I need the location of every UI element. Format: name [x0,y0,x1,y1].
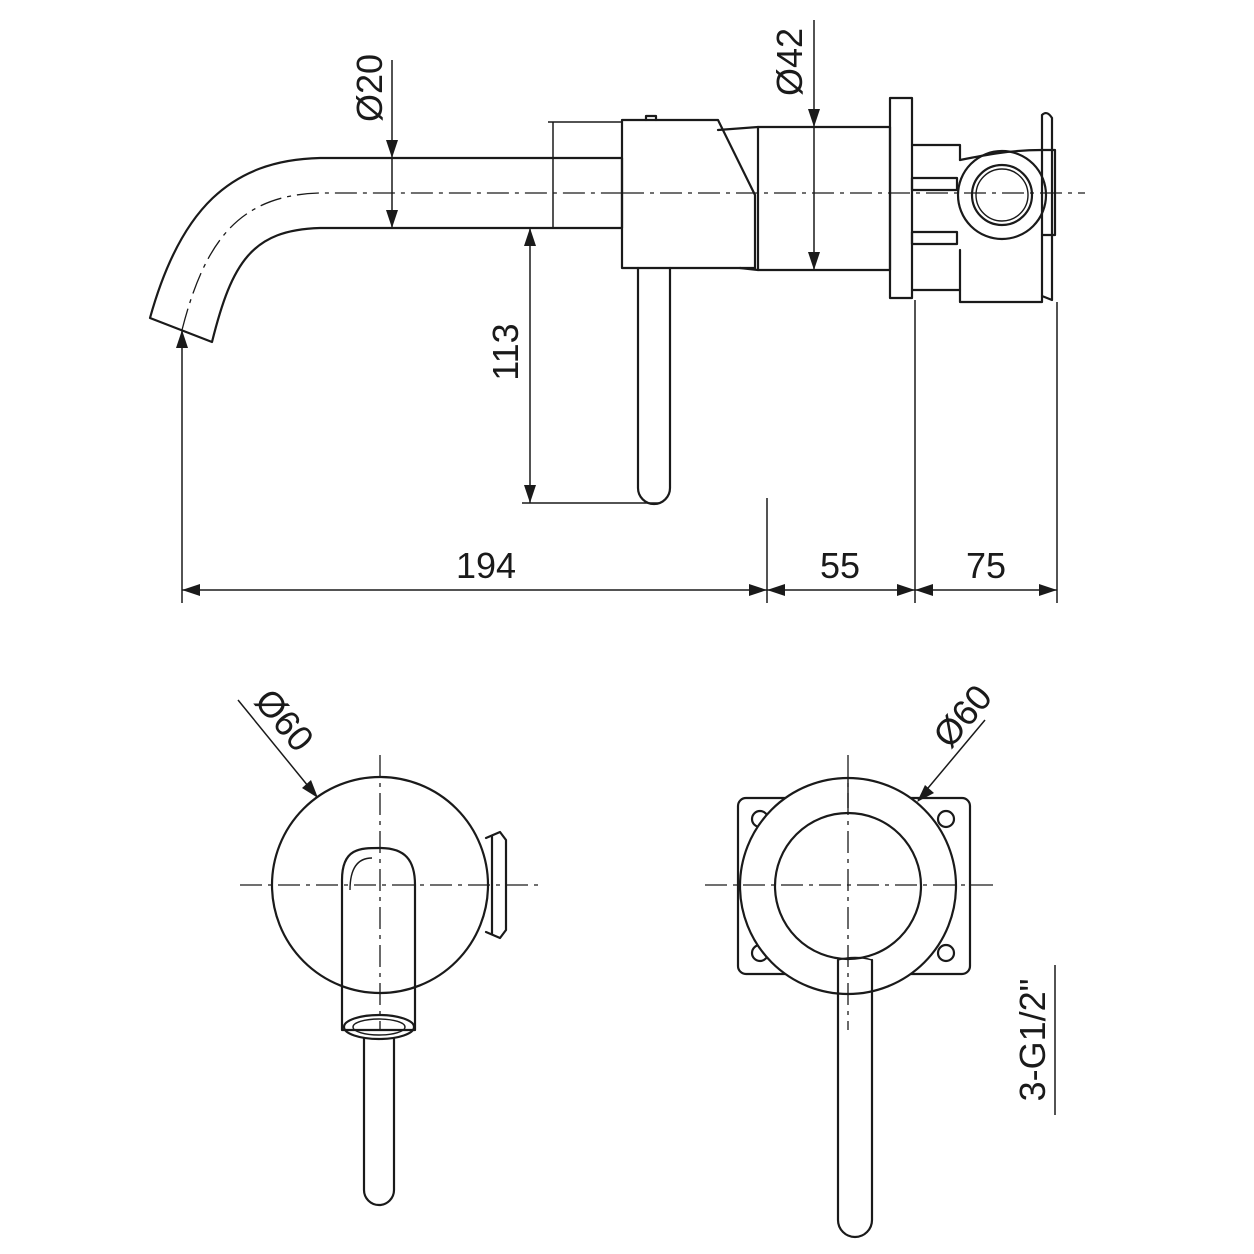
front-view: Ø60 [237,681,540,1207]
mixing-box [910,111,1057,304]
spout-diameter-label: Ø20 [349,54,390,122]
dim-spout-height: 113 [485,121,660,504]
mixer-body [620,118,757,270]
dim-body-diameter: Ø42 [769,20,820,270]
body-cylinder [756,125,892,272]
side-view: Ø20 Ø42 113 [148,20,1085,603]
front-lever-end [342,1013,416,1041]
connections-label: 3-G1/2" [1012,979,1053,1102]
spout [148,156,624,344]
front-plate-diameter-label: Ø60 [247,681,322,759]
body-length-label: 55 [820,545,860,586]
front-lever-stem [362,1037,396,1207]
rear-view: Ø60 3-G1/2" [705,677,1056,1239]
handle-side [636,266,672,506]
wall-flange [888,96,914,300]
body-taper [716,125,760,272]
spout-centerline [181,192,622,331]
front-lever-head [340,846,417,1032]
dim-horizontal-chain: 194 55 75 [176,300,1058,603]
body-diameter-label: Ø42 [769,28,810,96]
spout-length-label: 194 [456,545,516,586]
rear-plate-diameter-label: Ø60 [925,677,1000,755]
box-depth-label: 75 [966,545,1006,586]
spout-height-label: 113 [485,323,526,380]
dim-spout-diameter: Ø20 [349,54,398,228]
rear-lever [836,958,874,1239]
mixer-cap-nub [644,114,658,122]
